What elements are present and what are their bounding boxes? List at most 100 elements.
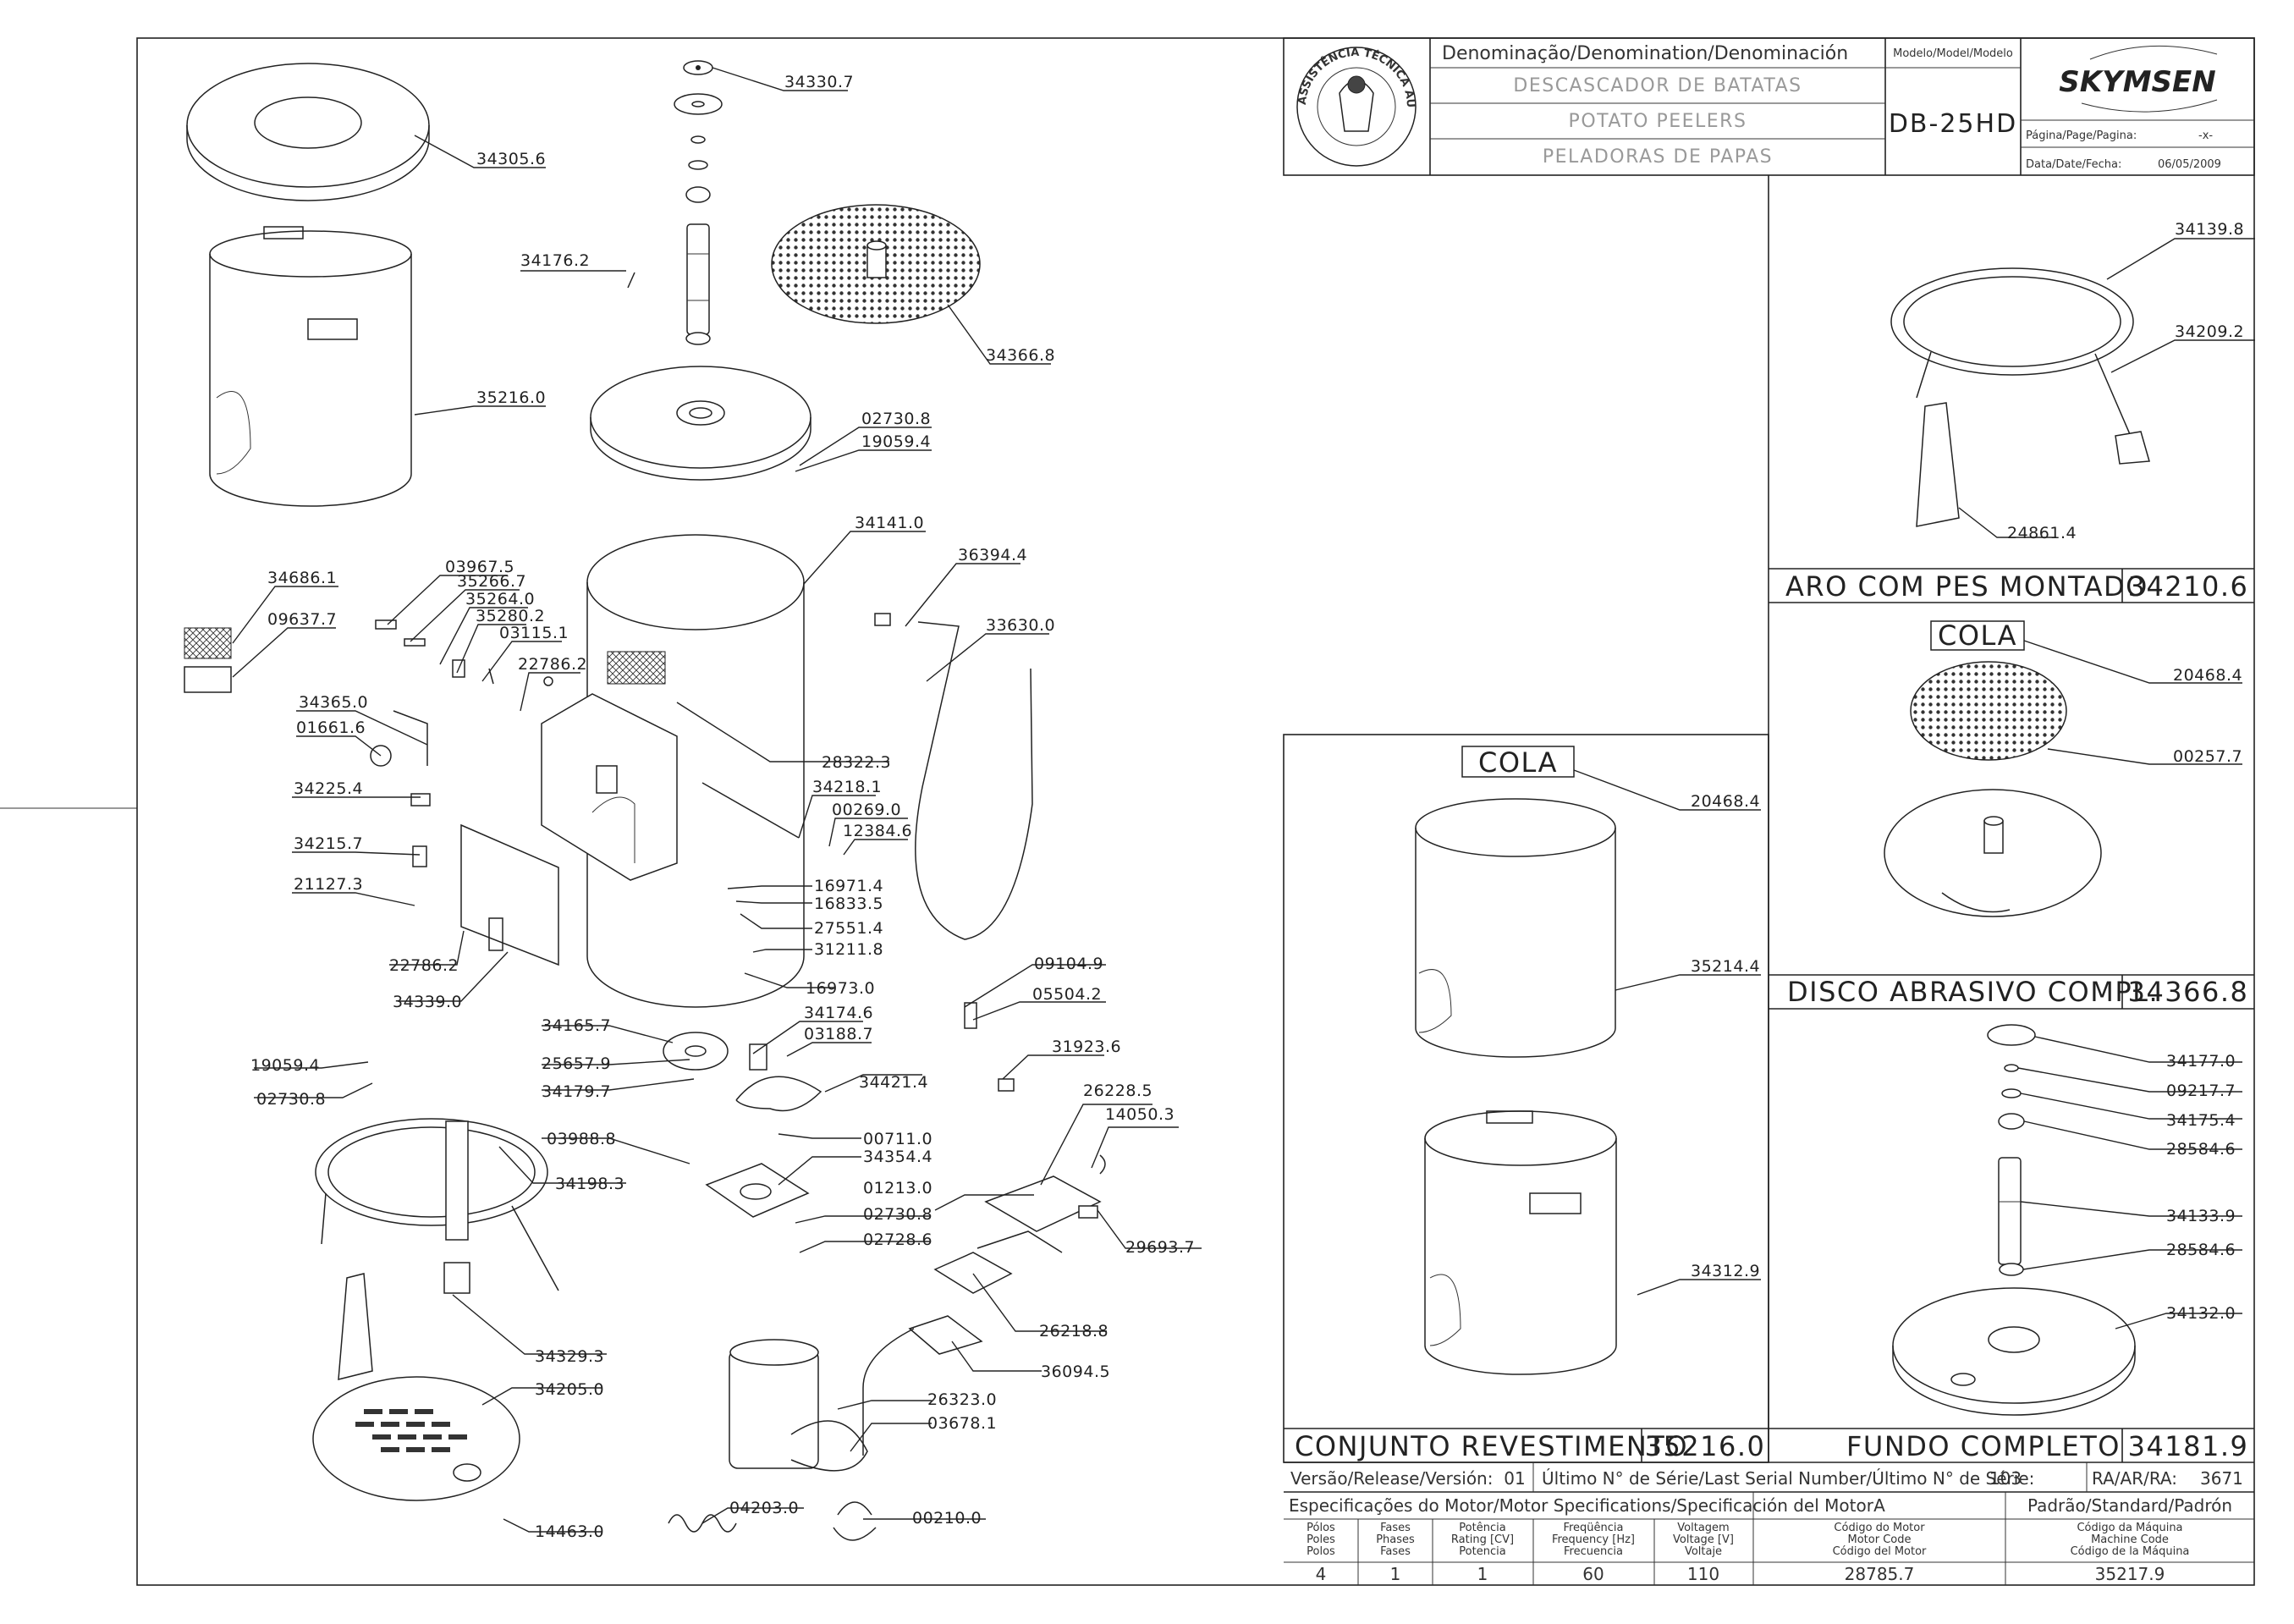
model-code: DB-25HD (1889, 109, 2017, 139)
spec-col-voltage: Voltagem Voltage [V] Voltaje 110 (1673, 1522, 1734, 1584)
part-number: 34225.4 (294, 779, 363, 798)
part-number: 34141.0 (855, 514, 924, 532)
fundo-detail-drawing (1892, 1024, 2136, 1416)
part-number: 34312.9 (1691, 1262, 1760, 1280)
disco-detail-drawing (1884, 661, 2102, 917)
footer-table: Versão/Release/Versión: 01 Último N° de … (1284, 1462, 2254, 1585)
subassembly-code: 34366.8 (2128, 976, 2249, 1008)
brand-name: SKYMSEN (2059, 65, 2215, 99)
cola-label: COLA (1938, 619, 2017, 652)
col-value: 35217.9 (2095, 1564, 2165, 1584)
drain-grid-part (312, 1376, 520, 1501)
part-number: 34165.7 (542, 1016, 611, 1035)
base-plate-part (590, 366, 811, 481)
col-header-en: Rating [CV] (1451, 1533, 1514, 1546)
col-header-es: Código del Motor (1833, 1545, 1927, 1558)
part-labels-aro: 34139.8 34209.2 24861.4 (2007, 220, 2244, 542)
stand-ring-part (315, 1118, 559, 1380)
part-number: 02730.8 (256, 1090, 326, 1109)
col-header-pt: Código da Máquina (2077, 1522, 2182, 1534)
revestimento-detail-drawing (1415, 798, 1617, 1375)
page-value: -x- (2198, 129, 2213, 142)
ra-value: 3671 (2200, 1468, 2243, 1489)
cola-label: COLA (1478, 746, 1558, 779)
part-labels-revestimento: 20468.4 35214.4 34312.9 (1691, 792, 1760, 1280)
part-number: 34305.6 (476, 150, 546, 168)
denomination-header: Denominação/Denomination/Denominación (1442, 43, 1848, 64)
motor-spec-label: Especificações do Motor/Motor Specificat… (1289, 1495, 1874, 1516)
part-number: 28584.6 (2166, 1241, 2236, 1259)
col-value: 60 (1582, 1564, 1604, 1584)
col-value: 1 (1390, 1564, 1401, 1584)
part-number: 34132.0 (2166, 1304, 2236, 1323)
part-number: 20468.4 (2173, 666, 2242, 685)
part-number: 35280.2 (476, 607, 545, 625)
product-name-es: PELADORAS DE PAPAS (1543, 146, 1773, 168)
col-header-en: Motor Code (1848, 1533, 1912, 1546)
part-number: 33630.0 (986, 616, 1055, 635)
part-number: 16973.0 (806, 979, 875, 998)
part-number: 34133.9 (2166, 1207, 2236, 1225)
spec-col-motor-code: Código do Motor Motor Code Código del Mo… (1833, 1522, 1927, 1584)
subassembly-code: 34181.9 (2128, 1430, 2249, 1462)
ra-label: RA/AR/RA: (2092, 1468, 2177, 1489)
part-number: 14050.3 (1105, 1105, 1175, 1124)
subassembly-code: 34210.6 (2128, 570, 2249, 603)
spec-col-poles: Pólos Poles Polos 4 (1307, 1522, 1335, 1584)
part-number: 25657.9 (542, 1054, 611, 1073)
part-number: 27551.4 (814, 919, 883, 938)
label-plate-part (184, 627, 232, 693)
part-number: 35214.4 (1691, 957, 1760, 976)
part-number: 34330.7 (784, 73, 854, 91)
subassembly-name: CONJUNTO REVESTIMENTO (1295, 1430, 1688, 1462)
date-value: 06/05/2009 (2158, 158, 2221, 171)
main-cylinder-part (586, 534, 805, 1008)
part-number: 16971.4 (814, 877, 883, 895)
part-number: 19059.4 (250, 1056, 320, 1075)
cable-assembly-part (874, 613, 1033, 940)
part-number: 02728.6 (863, 1230, 932, 1249)
part-number: 00269.0 (832, 801, 901, 819)
part-number: 21127.3 (294, 875, 363, 894)
col-value: 1 (1477, 1564, 1488, 1584)
inner-door-part (460, 823, 559, 966)
brand-logo: SKYMSEN (2059, 45, 2218, 113)
main-exploded-view (184, 60, 1106, 1541)
col-header-pt: Pólos (1307, 1522, 1335, 1534)
col-header-pt: Potência (1459, 1522, 1505, 1534)
part-number: 34366.8 (986, 346, 1055, 365)
col-header-es: Fases (1380, 1545, 1411, 1558)
motor-spec-letter: A (1873, 1495, 1885, 1516)
version-label: Versão/Release/Versión: (1290, 1468, 1493, 1489)
part-number: 01661.6 (296, 718, 366, 737)
part-number: 34179.7 (542, 1082, 611, 1101)
col-header-en: Machine Code (2091, 1533, 2169, 1546)
serial-label: Último N° de Série/Last Serial Number/Úl… (1542, 1468, 2034, 1489)
version-value: 01 (1504, 1468, 1525, 1489)
part-number: 26323.0 (927, 1390, 997, 1409)
part-number: 35216.0 (476, 388, 546, 407)
subassembly-name: ARO COM PES MONTADO (1785, 570, 2148, 603)
part-number: 34174.6 (804, 1004, 873, 1022)
part-number: 28584.6 (2166, 1140, 2236, 1159)
part-labels-main: 34330.7 34305.6 34176.2 34366.8 35216.0 … (250, 73, 1195, 1541)
part-number: 09637.7 (267, 610, 337, 629)
part-number: 02730.8 (863, 1205, 932, 1224)
spec-col-machine-code: Código da Máquina Machine Code Código de… (2071, 1522, 2190, 1584)
part-number: 34198.3 (555, 1175, 624, 1193)
part-number: 34176.2 (520, 251, 590, 270)
col-header-pt: Fases (1380, 1522, 1411, 1534)
part-number: 14463.0 (535, 1522, 604, 1541)
part-number: 16833.5 (814, 895, 883, 913)
callout-leaders (232, 67, 2255, 1533)
part-number: 04203.0 (729, 1499, 799, 1517)
col-header-es: Frecuencia (1564, 1545, 1623, 1558)
part-number: 01213.0 (863, 1179, 932, 1197)
subassembly-title-aro: ARO COM PES MONTADO 34210.6 (1785, 570, 2249, 603)
motor-part (729, 1339, 868, 1472)
col-header-es: Voltaje (1685, 1545, 1722, 1558)
part-number: 20468.4 (1691, 792, 1760, 811)
part-number: 00711.0 (863, 1130, 932, 1148)
col-header-pt: Código do Motor (1834, 1522, 1925, 1534)
